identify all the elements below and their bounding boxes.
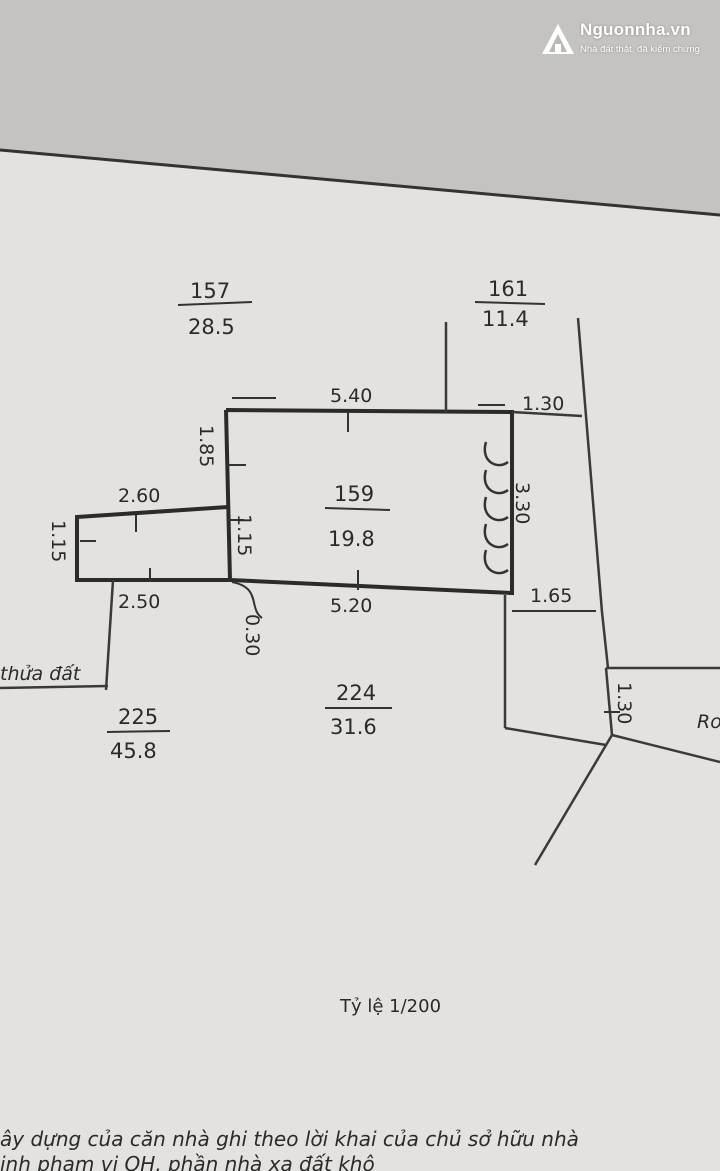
- parcel-161-area: 11.4: [482, 307, 529, 331]
- dim-side-right: 1.65: [530, 585, 572, 607]
- dim-far-right: 1.30: [613, 682, 635, 724]
- boundary-lines: [0, 317, 720, 866]
- footer-line-2: ịnh phạm vi QH, phần nhà xa đất khô: [0, 1152, 375, 1171]
- watermark-tagline: Nhà đất thật, đã kiểm chứng: [580, 44, 700, 55]
- note-left-edge: thửa đất: [0, 663, 82, 685]
- dim-top-main: 5.40: [330, 385, 372, 407]
- dim-ext-left: 1.15: [47, 520, 69, 562]
- note-right-edge: Ro: [697, 711, 720, 733]
- parcel-157-area: 28.5: [188, 315, 235, 339]
- watermark-name: Nguonnha.vn: [580, 20, 691, 39]
- parcel-161-number: 161: [488, 277, 528, 301]
- upper-paper: [0, 0, 720, 215]
- house-logo-icon: [542, 24, 574, 54]
- dim-bottom-main: 5.20: [330, 595, 372, 617]
- parcel-157-number: 157: [190, 279, 230, 303]
- dim-left-tall: 1.85: [195, 425, 217, 467]
- parcel-159-number: 159: [334, 482, 374, 506]
- dim-inner-left: 1.15: [233, 514, 255, 556]
- sheet-border-line: [0, 148, 720, 217]
- main-building-outline: [224, 408, 514, 596]
- parcel-225-number: 225: [118, 705, 158, 729]
- parcel-224-number: 224: [336, 681, 376, 705]
- footer-line-1: ây dựng của căn nhà ghi theo lời khai củ…: [0, 1127, 579, 1151]
- staircase-symbol: [483, 441, 509, 575]
- dimension-ticks: [80, 397, 620, 713]
- parcel-225-area: 45.8: [110, 739, 157, 763]
- dim-right-stair: 3.30: [511, 482, 533, 524]
- dim-ext-top: 2.60: [118, 485, 160, 507]
- parcel-labels: 157 28.5 161 11.4 159 19.8 224 31.6 225 …: [110, 277, 529, 763]
- paper-sheet: [0, 150, 720, 1171]
- dim-bottom-ext: 2.50: [118, 591, 160, 613]
- parcel-159-area: 19.8: [328, 527, 375, 551]
- watermark: Nguonnha.vn Nhà đất thật, đã kiểm chứng: [540, 20, 710, 60]
- scale-label: Tỷ lệ 1/200: [339, 996, 441, 1017]
- fraction-bars: [106, 301, 546, 733]
- dim-corner-offset: 0.30: [241, 614, 263, 656]
- dimension-labels: 5.40 1.30 1.85 2.60 1.15 1.15 3.30 5.20 …: [47, 385, 635, 724]
- plot-outline: [75, 408, 514, 596]
- extension-outline: [75, 505, 230, 582]
- parcel-224-area: 31.6: [330, 715, 377, 739]
- dim-top-right: 1.30: [522, 393, 564, 415]
